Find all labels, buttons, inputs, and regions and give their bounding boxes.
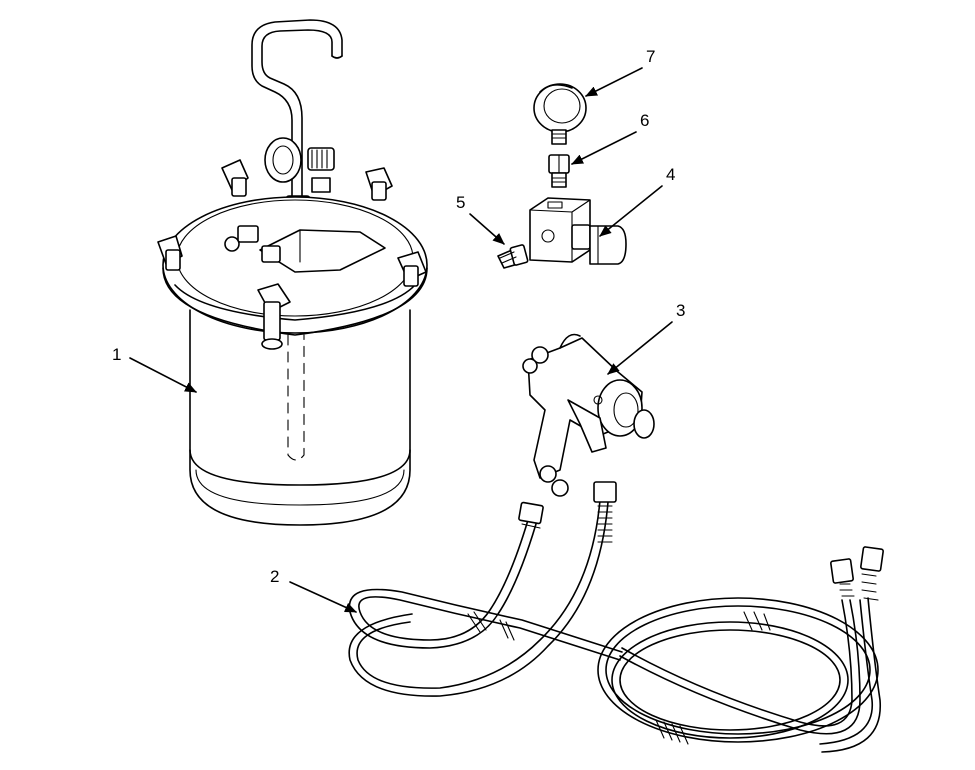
hose-fitting xyxy=(518,501,544,525)
air-nipple xyxy=(497,244,529,269)
callout-label: 3 xyxy=(676,301,685,320)
callout-arrow xyxy=(571,131,637,165)
callout-1: 1 xyxy=(112,345,197,393)
pot-clamp xyxy=(257,283,291,350)
callout-6: 6 xyxy=(571,111,649,165)
callout-3: 3 xyxy=(607,301,685,375)
pot-hook xyxy=(251,19,343,206)
hose-fitting xyxy=(860,546,884,572)
callout-label: 1 xyxy=(112,345,121,364)
callout-label: 6 xyxy=(640,111,649,130)
callout-label: 4 xyxy=(666,165,675,184)
hose-assembly xyxy=(348,481,884,753)
pot-clamp xyxy=(157,235,183,271)
hose-fitting xyxy=(830,558,854,584)
air-regulator xyxy=(529,197,627,265)
callout-arrow xyxy=(599,185,663,237)
callout-label: 5 xyxy=(456,193,465,212)
callout-arrow xyxy=(129,357,197,393)
callout-2: 2 xyxy=(270,567,357,613)
callout-7: 7 xyxy=(585,47,655,97)
gauge-fitting xyxy=(548,154,570,188)
callout-label: 7 xyxy=(646,47,655,66)
callout-arrow xyxy=(585,67,643,97)
pot-clamp xyxy=(221,159,249,197)
callout-arrow xyxy=(469,213,505,245)
spray-gun xyxy=(522,333,655,497)
callout-arrow xyxy=(607,321,673,375)
callout-label: 2 xyxy=(270,567,279,586)
pot-clamp xyxy=(365,167,393,201)
pressure-pot xyxy=(157,19,428,526)
pot-relief-valve xyxy=(264,137,302,183)
pressure-gauge xyxy=(533,83,587,145)
callout-5: 5 xyxy=(456,193,505,245)
hose-fitting xyxy=(593,481,617,503)
pot-clamp xyxy=(397,251,427,287)
callout-arrow xyxy=(289,581,357,613)
pot-body xyxy=(189,309,411,526)
callout-4: 4 xyxy=(599,165,675,237)
